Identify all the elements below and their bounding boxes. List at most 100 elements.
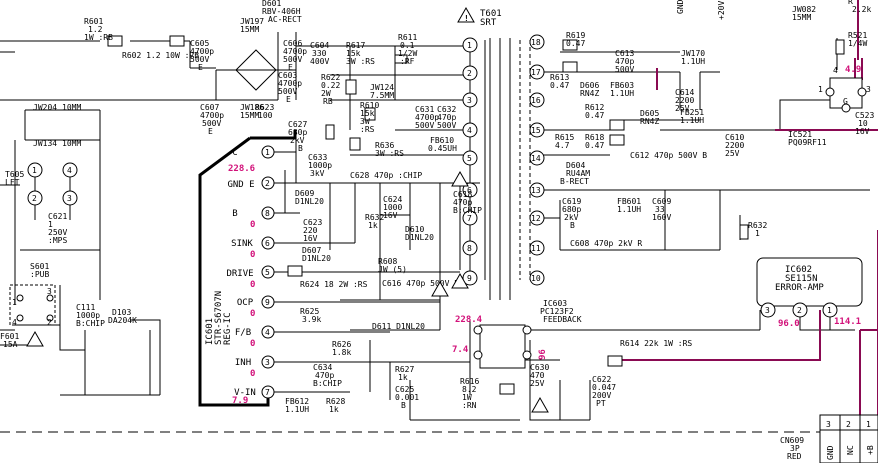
svg-text:1: 1 (755, 229, 760, 238)
svg-text:2200: 2200 (725, 141, 744, 150)
svg-text:B-RECT: B-RECT (560, 177, 589, 186)
svg-text:0.47: 0.47 (585, 141, 604, 150)
svg-text:FB612: FB612 (285, 397, 309, 406)
svg-text:C616 470p 500V B: C616 470p 500V B (382, 279, 459, 288)
svg-text:C628 470p :CHIP: C628 470p :CHIP (350, 171, 422, 180)
svg-text:D605: D605 (640, 109, 659, 118)
svg-text:C613: C613 (615, 49, 634, 58)
pin-num: 7 (265, 388, 270, 397)
meas-drive: 0 (250, 280, 255, 290)
svg-text:NC: NC (846, 445, 855, 455)
svg-text:C621: C621 (48, 212, 67, 221)
warning-icons (26, 170, 549, 413)
pin-label-inh: INH (235, 358, 251, 368)
meas-fb: 0 (250, 339, 255, 349)
svg-text:D611 D1NL20: D611 D1NL20 (372, 322, 425, 331)
svg-text:1.8k: 1.8k (332, 348, 351, 357)
svg-text:R601: R601 (84, 17, 103, 26)
meas-c: 228.6 (228, 164, 255, 174)
svg-text:PT: PT (596, 399, 606, 408)
svg-text:33: 33 (655, 205, 665, 214)
svg-text:1/4W: 1/4W (848, 39, 867, 48)
pin-num: 6 (265, 239, 270, 248)
svg-text:C624: C624 (383, 195, 402, 204)
svg-text:1000: 1000 (383, 203, 402, 212)
svg-text:1k: 1k (398, 373, 408, 382)
svg-text:2: 2 (467, 69, 472, 78)
svg-text:4700p: 4700p (200, 111, 224, 120)
b-plus-traces (610, 0, 878, 463)
svg-text:R632: R632 (365, 213, 384, 222)
svg-text:1: 1 (866, 420, 871, 429)
svg-text:JW204: JW204 (33, 103, 57, 112)
ic603-feedback: IC603 PC123F2 FEEDBACK (473, 299, 582, 369)
svg-text:10MM: 10MM (62, 103, 81, 112)
svg-text:C622: C622 (592, 375, 611, 384)
pin-num: 4 (265, 328, 270, 337)
svg-text:D1NL20: D1NL20 (295, 197, 324, 206)
svg-text:0.1: 0.1 (400, 41, 415, 50)
svg-text:R608: R608 (378, 257, 397, 266)
svg-text:1.1UH: 1.1UH (680, 116, 704, 125)
svg-text:470p: 470p (453, 198, 472, 207)
svg-text:R623: R623 (255, 103, 274, 112)
ic601-name: IC601 STR-S6707N REG-IC (205, 291, 233, 345)
svg-text:C612 470p 500V B: C612 470p 500V B (630, 151, 707, 160)
svg-text:10MM: 10MM (62, 139, 81, 148)
svg-text:F601: F601 (0, 332, 19, 341)
svg-text:R614 22k 1W :RS: R614 22k 1W :RS (620, 339, 692, 348)
svg-text:D607: D607 (302, 246, 321, 255)
meas-sink: 0 (250, 250, 255, 260)
svg-text:25V: 25V (675, 104, 690, 113)
svg-text:C633: C633 (308, 153, 327, 162)
svg-text:2200: 2200 (675, 96, 694, 105)
svg-text:GND: GND (826, 445, 835, 460)
svg-text:S601: S601 (30, 262, 49, 271)
svg-text::PUB: :PUB (30, 270, 49, 279)
connector-cn609: 3 2 1 GND NC +B CN609 3P RED (780, 414, 878, 463)
svg-text:B: B (298, 144, 303, 153)
svg-text:C632: C632 (437, 105, 456, 114)
svg-text:C618: C618 (453, 190, 472, 199)
svg-text:2: 2 (846, 420, 851, 429)
ic601-pins (261, 145, 275, 399)
svg-text:7.5MM: 7.5MM (370, 91, 394, 100)
svg-text:0.47: 0.47 (585, 111, 604, 120)
svg-text:JW (5): JW (5) (378, 265, 407, 274)
svg-text:1/2W: 1/2W (398, 49, 417, 58)
svg-text:470p: 470p (437, 113, 456, 122)
meas-b: 0 (250, 220, 255, 230)
t601-ref: T601 (480, 9, 502, 19)
svg-text:0.47: 0.47 (550, 81, 569, 90)
svg-text:JW186: JW186 (240, 103, 264, 112)
svg-text:CN609: CN609 (780, 436, 804, 445)
svg-text:4: 4 (67, 166, 72, 175)
pin-num: 8 (265, 209, 270, 218)
svg-text:R521: R521 (848, 31, 867, 40)
meas-ic602-right: 114.1 (834, 317, 861, 327)
svg-text:500V: 500V (202, 119, 221, 128)
svg-text:FEEDBACK: FEEDBACK (543, 315, 582, 324)
bridge-rectifier-d601: D601 RBV-406H AC-RECT (235, 0, 302, 91)
svg-text:R611: R611 (398, 33, 417, 42)
svg-text:1: 1 (827, 306, 832, 315)
svg-text:13: 13 (531, 186, 541, 195)
svg-text:17: 17 (531, 68, 541, 77)
svg-text:B: B (401, 401, 406, 410)
svg-text:R602 1.2 10W :RB: R602 1.2 10W :RB (122, 51, 199, 60)
svg-text:500V: 500V (415, 121, 434, 130)
svg-text:400V: 400V (310, 57, 329, 66)
svg-text:10: 10 (531, 274, 541, 283)
svg-text:FB601: FB601 (617, 197, 641, 206)
svg-text:500V: 500V (190, 55, 209, 64)
svg-text:D1NL20: D1NL20 (405, 233, 434, 242)
svg-text:R632: R632 (748, 221, 767, 230)
pin-num: 2 (265, 179, 270, 188)
svg-text:C608 470p 2kV R: C608 470p 2kV R (570, 239, 642, 248)
meas-ic603-right: 96 (538, 349, 548, 360)
ic602-error-amp: 3 2 1 IC602 SE115N ERROR-AMP (756, 257, 863, 318)
svg-text:R619: R619 (566, 31, 585, 40)
svg-text:12: 12 (531, 214, 541, 223)
pin-label-gnd: GND E (227, 180, 254, 190)
